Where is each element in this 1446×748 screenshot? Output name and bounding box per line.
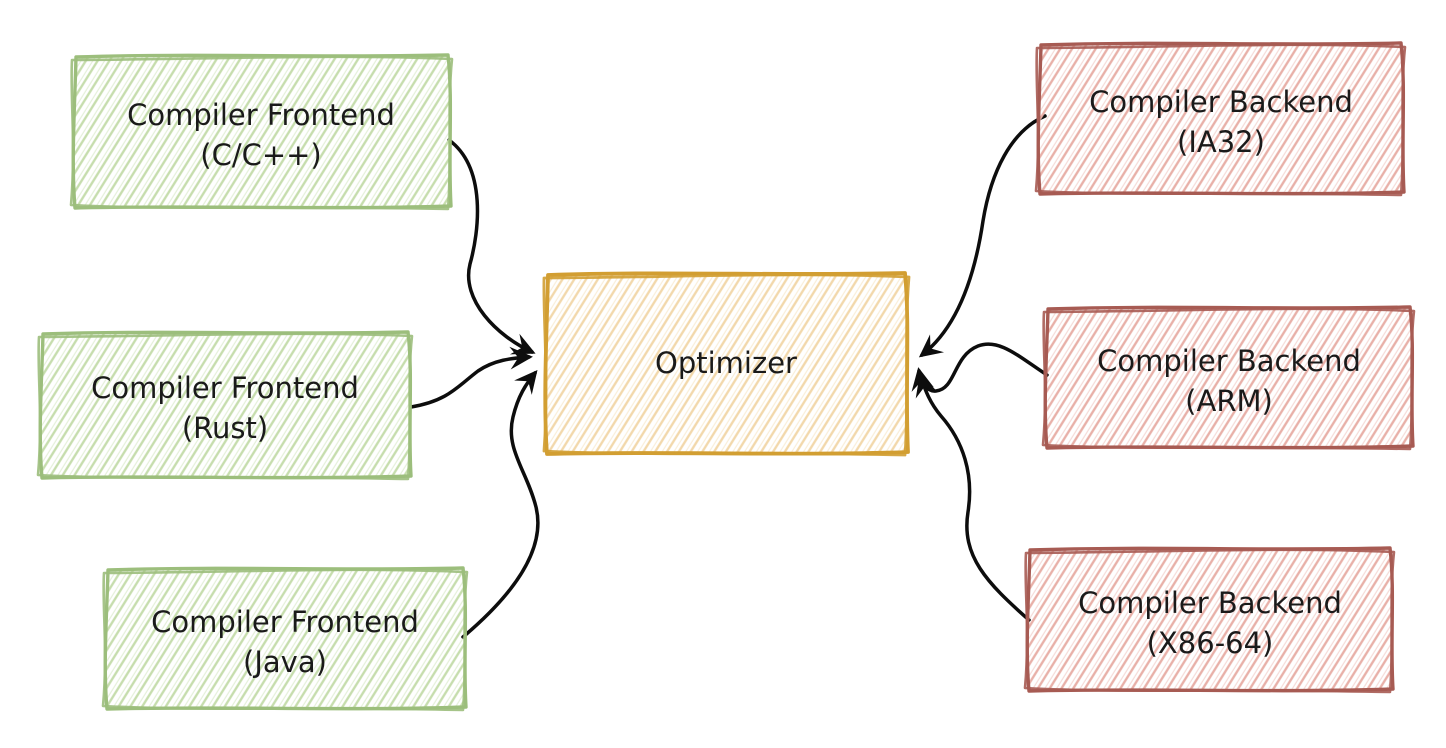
node-title: Compiler Frontend bbox=[127, 98, 395, 132]
node-subtitle: (X86-64) bbox=[1147, 626, 1274, 660]
node-title: Compiler Backend bbox=[1089, 85, 1353, 119]
node-compiler-frontend-c: Compiler Frontend (C/C++) bbox=[69, 53, 454, 211]
node-optimizer: Optimizer bbox=[542, 271, 911, 457]
node-subtitle: (ARM) bbox=[1185, 384, 1273, 418]
node-compiler-frontend-java: Compiler Frontend (Java) bbox=[101, 566, 469, 712]
node-subtitle: (C/C++) bbox=[200, 138, 322, 172]
node-title: Compiler Frontend bbox=[151, 605, 419, 639]
node-compiler-backend-ia32: Compiler Backend (IA32) bbox=[1034, 41, 1407, 197]
arrows bbox=[409, 114, 1049, 639]
node-title: Compiler Backend bbox=[1078, 586, 1342, 620]
node-compiler-frontend-rust: Compiler Frontend (Rust) bbox=[36, 330, 414, 481]
node-label: Optimizer bbox=[655, 346, 797, 380]
node-title: Compiler Frontend bbox=[91, 371, 359, 405]
node-subtitle: (Java) bbox=[243, 645, 327, 679]
node-title: Compiler Backend bbox=[1097, 344, 1361, 378]
arrow-frontend-java-to-optimizer bbox=[461, 369, 540, 639]
node-subtitle: (IA32) bbox=[1177, 125, 1265, 159]
node-compiler-backend-x86: Compiler Backend (X86-64) bbox=[1023, 546, 1396, 694]
arrow-backend-ia32-to-optimizer bbox=[918, 114, 1047, 358]
node-compiler-backend-arm: Compiler Backend (ARM) bbox=[1041, 305, 1416, 451]
arrow-backend-x86-to-optimizer bbox=[915, 373, 1031, 622]
node-subtitle: (Rust) bbox=[182, 411, 268, 445]
arrow-frontend-rust-to-optimizer bbox=[409, 346, 533, 409]
arrow-backend-arm-to-optimizer bbox=[911, 342, 1049, 393]
arrow-frontend-c-to-optimizer bbox=[447, 138, 536, 355]
